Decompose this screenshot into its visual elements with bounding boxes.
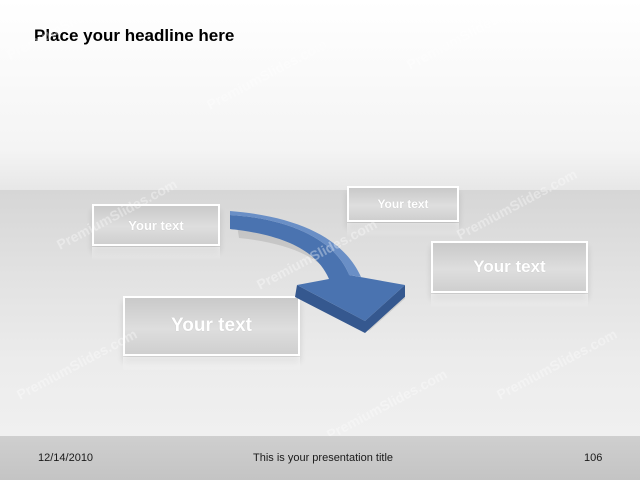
text-box-top-left[interactable]: Your text (92, 204, 220, 246)
box-reflection (92, 247, 220, 261)
box-reflection (123, 357, 300, 371)
watermark-text: PremiumSlides.com (204, 36, 330, 113)
footer-page-number: 106 (584, 452, 603, 464)
footer-presentation-title: This is your presentation title (253, 452, 394, 464)
curved-arrow-icon[interactable] (225, 205, 405, 335)
text-box-top-right[interactable]: Your text (347, 186, 459, 222)
text-box-bottom-left[interactable]: Your text (123, 296, 300, 356)
footer-date: 12/14/2010 (38, 452, 94, 464)
box-reflection (347, 223, 459, 237)
slide-footer: 12/14/2010 This is your presentation tit… (0, 436, 640, 480)
box-reflection (431, 294, 588, 308)
text-box-middle-right[interactable]: Your text (431, 241, 588, 293)
watermark-text: PremiumSlides.com (404, 0, 530, 73)
slide-headline[interactable]: Place your headline here (34, 26, 235, 45)
